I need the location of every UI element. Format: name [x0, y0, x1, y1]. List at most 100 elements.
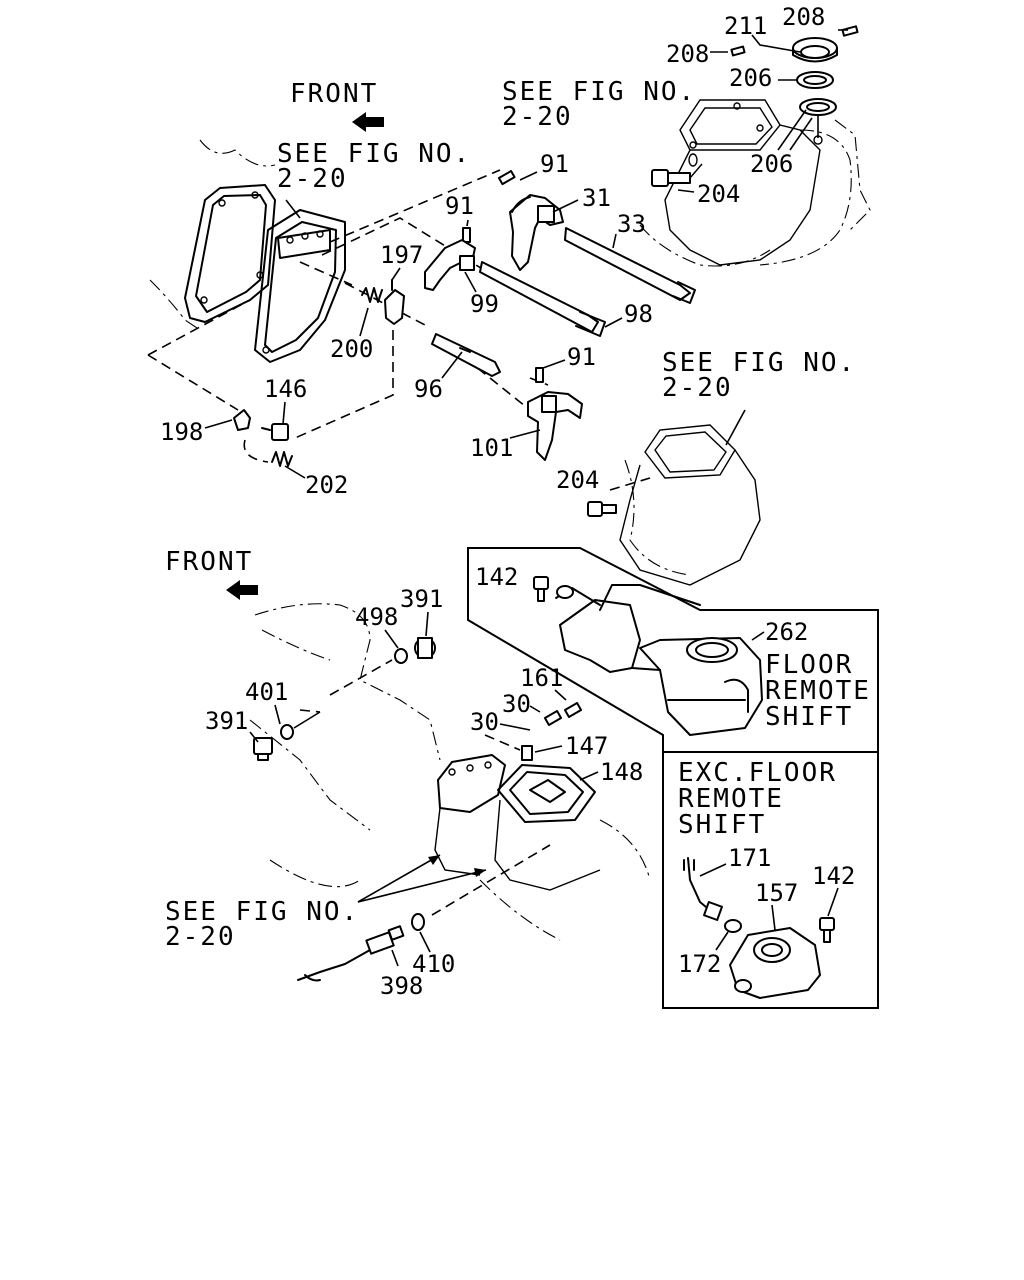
pin-30-upper — [543, 710, 563, 726]
part-label-202: 202 — [305, 471, 348, 499]
bolt-142-upper — [533, 576, 549, 602]
pin-91-top — [497, 170, 516, 186]
alignment-line-9 — [243, 439, 269, 463]
part-label-391-lower: 391 — [205, 707, 248, 735]
see-fig-label-left: SEE FIG NO. — [277, 139, 471, 169]
pin-208-right — [841, 25, 859, 37]
part-label-172: 172 — [678, 950, 721, 978]
spring-200 — [361, 287, 383, 303]
alignment-line-10 — [609, 477, 651, 491]
part-label-204-bottom: 204 — [556, 466, 599, 494]
part-label-98: 98 — [624, 300, 653, 328]
housing-ghost-outline-lower — [249, 603, 651, 941]
spring-202 — [271, 451, 293, 467]
pin-91-lower — [535, 367, 544, 383]
part-label-101: 101 — [470, 434, 513, 462]
floor-remote-shift-assembly — [555, 584, 763, 736]
floor-box-line1: FLOOR — [765, 650, 853, 680]
part-label-91-top: 91 — [540, 150, 569, 178]
plug-147 — [521, 745, 533, 761]
washer-206-upper — [796, 71, 834, 89]
part-label-410: 410 — [412, 950, 455, 978]
washer-172 — [724, 919, 742, 933]
sensor-398 — [297, 925, 405, 982]
part-label-91-middle: 91 — [445, 192, 474, 220]
shift-rod-33 — [564, 227, 696, 304]
cover-148 — [497, 764, 596, 823]
part-label-30-lower: 30 — [470, 708, 499, 736]
plug-391-lower — [253, 737, 273, 761]
washer-401 — [280, 724, 294, 740]
shift-rod-98 — [479, 261, 606, 337]
gasket-plate-left — [184, 184, 276, 323]
pin-208-left — [730, 45, 746, 57]
part-label-208-top: 208 — [782, 3, 825, 31]
part-label-161: 161 — [520, 664, 563, 692]
front-arrow-icon-upper — [352, 112, 384, 132]
shift-fork-31 — [509, 194, 564, 271]
front-arrow-icon-lower — [226, 580, 258, 600]
pin-161 — [563, 702, 583, 718]
shift-lever-197 — [384, 279, 405, 325]
bracket-198 — [233, 409, 251, 431]
part-label-206-lower: 206 — [750, 150, 793, 178]
see-fig-number-top: 2-20 — [502, 102, 573, 132]
reference-arrows-lower — [357, 854, 487, 903]
washer-206-lower — [799, 98, 837, 116]
alignment-line-4 — [299, 261, 353, 286]
pin-91-middle — [462, 227, 471, 243]
part-label-208-left: 208 — [666, 40, 709, 68]
part-label-33: 33 — [617, 210, 646, 238]
exc-box-line3: SHIFT — [678, 810, 766, 840]
part-label-197: 197 — [380, 241, 423, 269]
shift-fork-99 — [424, 239, 476, 291]
floor-box-line2: REMOTE — [765, 676, 871, 706]
exc-floor-remote-shift-box — [662, 751, 879, 1009]
housing-ghost-outline-upper — [149, 119, 871, 576]
bolt-204-top — [651, 153, 703, 187]
part-label-200: 200 — [330, 335, 373, 363]
see-fig-label-lower: SEE FIG NO. — [165, 897, 359, 927]
part-label-157: 157 — [755, 879, 798, 907]
side-cover-housing — [619, 424, 761, 586]
alignment-line-7 — [294, 330, 394, 439]
case-plate-left — [254, 209, 346, 363]
alignment-line-5 — [147, 299, 251, 356]
part-label-148: 148 — [600, 758, 643, 786]
shift-shaft-96 — [431, 333, 501, 377]
bolt-146 — [261, 423, 289, 441]
shift-fork-101 — [527, 391, 583, 461]
see-fig-number-left: 2-20 — [277, 164, 348, 194]
washer-498 — [394, 648, 408, 664]
part-label-498: 498 — [355, 603, 398, 631]
front-label-upper: FRONT — [290, 79, 378, 109]
case-housing-lower — [434, 754, 601, 891]
part-label-391-upper: 391 — [400, 585, 443, 613]
leader-211 — [751, 34, 801, 53]
see-fig-number-right: 2-20 — [662, 373, 733, 403]
part-label-142-upper: 142 — [475, 563, 518, 591]
front-label-lower: FRONT — [165, 547, 253, 577]
retainer-ring-211 — [792, 37, 838, 63]
part-label-171: 171 — [728, 844, 771, 872]
part-label-204-top: 204 — [697, 180, 740, 208]
part-label-91-lower: 91 — [567, 343, 596, 371]
part-label-146: 146 — [264, 375, 307, 403]
alignment-line-1 — [329, 169, 501, 243]
part-label-96: 96 — [414, 375, 443, 403]
part-label-198: 198 — [160, 418, 203, 446]
top-cover-housing — [664, 99, 852, 266]
washer-410 — [411, 913, 425, 931]
part-label-206-upper: 206 — [729, 64, 772, 92]
part-label-211: 211 — [724, 12, 767, 40]
switch-171 — [683, 857, 723, 921]
exc-box-line2: REMOTE — [678, 784, 784, 814]
see-fig-label-right: SEE FIG NO. — [662, 348, 856, 378]
see-fig-label-top: SEE FIG NO. — [502, 77, 696, 107]
part-label-262: 262 — [765, 618, 808, 646]
part-label-99: 99 — [470, 290, 499, 318]
part-label-30-upper: 30 — [502, 690, 531, 718]
floor-box-line3: SHIFT — [765, 702, 853, 732]
part-label-142-lower: 142 — [812, 862, 855, 890]
